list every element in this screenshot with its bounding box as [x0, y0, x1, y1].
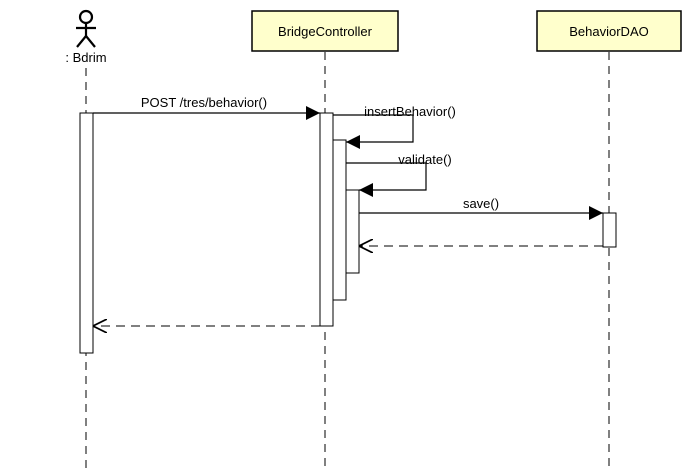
participant-behavior-dao-label: BehaviorDAO [569, 24, 648, 39]
message-save-label: save() [463, 196, 499, 211]
message-insert-behavior-arrow [333, 114, 414, 149]
message-insert-behavior: insertBehavior() [333, 104, 456, 149]
activations [79, 112, 617, 354]
message-insert-behavior-label: insertBehavior() [364, 104, 456, 119]
participant-behavior-dao: BehaviorDAO [536, 10, 682, 52]
message-post-behavior: POST /tres/behavior() [93, 95, 320, 120]
actor-label: : Bdrim [65, 50, 106, 65]
participant-bridge-controller: BridgeController [251, 10, 399, 52]
actor-bdrim: : Bdrim [65, 9, 107, 65]
activation-bridge-1 [319, 112, 334, 327]
stick-figure-icon [76, 9, 96, 48]
message-validate-arrow [346, 162, 427, 197]
message-post-behavior-label: POST /tres/behavior() [141, 95, 267, 110]
activation-dao [602, 212, 617, 248]
activation-bridge-2 [332, 139, 347, 301]
activation-bridge-3 [345, 189, 360, 274]
message-validate: validate() [346, 152, 452, 197]
message-validate-label: validate() [398, 152, 451, 167]
participant-bridge-controller-label: BridgeController [278, 24, 373, 39]
activation-actor [79, 112, 94, 354]
message-save: save() [359, 196, 603, 220]
